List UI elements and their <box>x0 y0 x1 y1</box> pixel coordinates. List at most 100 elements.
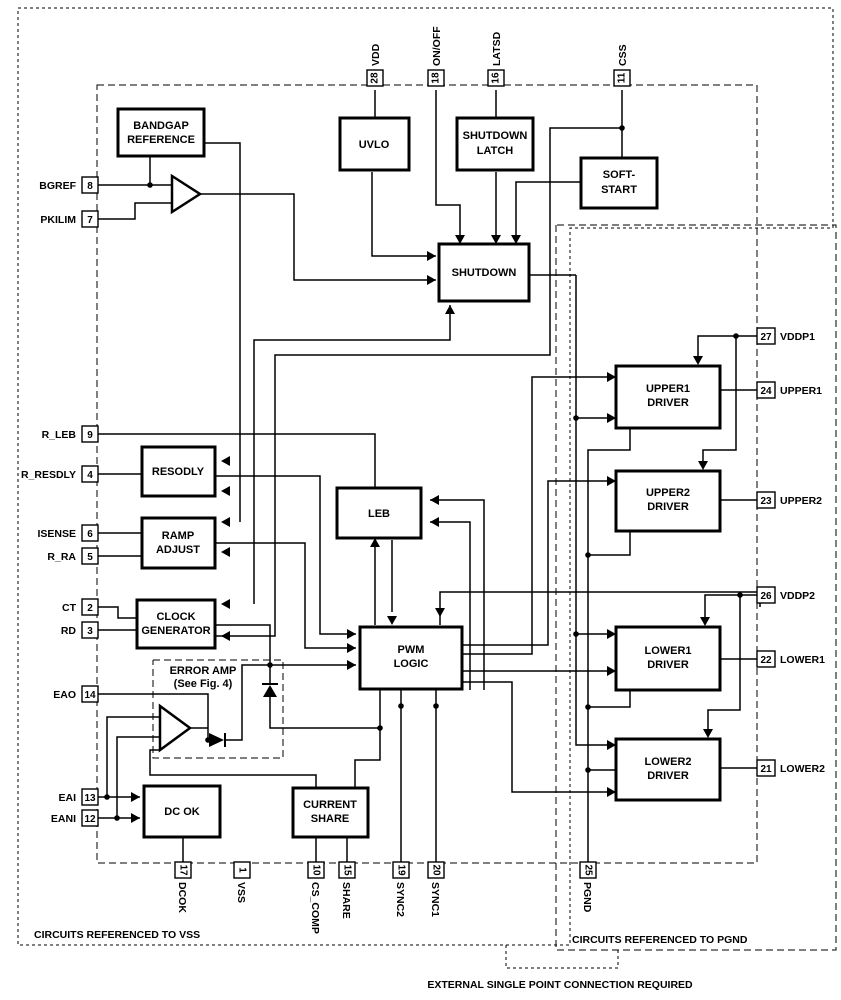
wire <box>253 305 451 604</box>
resodly-label: RESODLY <box>152 466 205 478</box>
pin-box <box>392 861 410 879</box>
wire <box>200 142 241 522</box>
ramp-adjust-label-1: RAMP <box>162 530 194 542</box>
clock-generator-label-1: CLOCK <box>156 611 195 623</box>
pin-box <box>756 381 776 399</box>
junction-dot <box>585 552 591 558</box>
pin-box <box>756 491 776 509</box>
shutdown-label: SHUTDOWN <box>452 267 517 279</box>
pin-box <box>174 861 192 879</box>
pin-box <box>427 861 445 879</box>
lower1-driver-block: LOWER1 DRIVER <box>614 625 722 692</box>
pin-box <box>81 524 99 542</box>
junction-dot <box>573 415 579 421</box>
wire <box>106 716 160 797</box>
pins: 28VDD18ON/OFF16LATSD11CSS8BGREF7PKILIM9R… <box>21 26 825 934</box>
pin-name: LOWER2 <box>780 763 825 775</box>
current-share-block: CURRENT SHARE <box>291 786 370 839</box>
pin-number: 10 <box>311 864 322 876</box>
bandgap-label-2: REFERENCE <box>127 134 195 146</box>
pin-number: 12 <box>84 814 96 825</box>
uvlo-block: UVLO <box>338 116 411 172</box>
shutdown-latch-label-2: LATCH <box>477 145 514 157</box>
upper2-driver-block: UPPER2 DRIVER <box>614 469 722 533</box>
pin-name: VSS <box>235 882 247 903</box>
ramp-adjust-block: RAMP ADJUST <box>140 516 217 570</box>
pin-name: UPPER2 <box>780 495 822 507</box>
pin-box <box>81 621 99 639</box>
pin-name: PKILIM <box>40 214 76 226</box>
wire <box>98 202 172 220</box>
pin-box <box>756 759 776 777</box>
arrow <box>607 476 616 486</box>
wire <box>200 193 436 281</box>
pin-box <box>81 809 99 827</box>
current-share-label-2: SHARE <box>311 813 350 825</box>
wire <box>215 475 356 635</box>
pwm-logic-label-1: PWM <box>398 644 425 656</box>
wire <box>704 594 757 618</box>
diode-icon <box>263 685 277 697</box>
lower2-driver-block: LOWER2 DRIVER <box>614 737 722 802</box>
wire <box>98 693 209 740</box>
wire <box>215 127 622 637</box>
pin-number: 15 <box>342 864 353 876</box>
pin-name: CS_COMP <box>309 882 321 934</box>
vss-section-label: CIRCUITS REFERENCED TO VSS <box>34 929 200 941</box>
upper2-driver-label-1: UPPER2 <box>646 487 690 499</box>
comparator-symbol <box>170 173 203 215</box>
dc-ok-label: DC OK <box>164 806 200 818</box>
uvlo-label: UVLO <box>359 139 390 151</box>
error-amp-label-1: ERROR AMP <box>170 665 237 677</box>
wire <box>697 335 757 357</box>
pin-name: SHARE <box>340 882 352 919</box>
pin-number: 16 <box>491 72 502 84</box>
pin-number: 9 <box>87 430 93 441</box>
pin-name: R_RESDLY <box>21 469 76 481</box>
pin-number: 5 <box>87 552 93 563</box>
arrow <box>427 275 436 285</box>
clock-generator-block: CLOCK GENERATOR <box>135 598 217 650</box>
pin-number: 27 <box>760 332 772 343</box>
leb-label: LEB <box>368 508 390 520</box>
pin-rd: 3RD <box>61 621 99 639</box>
wire <box>588 690 631 708</box>
pgnd-section-label: CIRCUITS REFERENCED TO PGND <box>572 934 748 946</box>
pin-number: 4 <box>87 470 93 481</box>
vss-outer-border <box>17 7 834 946</box>
pin-name: R_RA <box>47 551 76 563</box>
resodly-block: RESODLY <box>140 445 217 498</box>
pin-name: CT <box>62 602 77 614</box>
bandgap-reference-block: BANDGAP REFERENCE <box>116 107 206 158</box>
leb-block: LEB <box>335 486 423 540</box>
wire <box>215 624 356 666</box>
arrow <box>445 305 455 314</box>
pin-number: 24 <box>760 386 772 397</box>
arrow <box>131 813 140 823</box>
analog-symbols <box>158 173 278 753</box>
junction-dot <box>619 125 625 131</box>
junction-dot <box>147 182 153 188</box>
pin-number: 20 <box>431 864 442 876</box>
soft-start-label-1: SOFT- <box>603 169 636 181</box>
pin-box <box>81 788 99 806</box>
pin-number: 14 <box>84 690 96 701</box>
pin-name: ON/OFF <box>431 26 443 66</box>
wire <box>439 591 761 625</box>
error-amp-label-2: (See Fig. 4) <box>174 678 233 690</box>
pin-name: SYNC2 <box>394 882 406 917</box>
junction-dot <box>737 592 743 598</box>
pin-name: VDD <box>370 43 382 66</box>
arrow <box>693 356 703 365</box>
junction-dot <box>585 704 591 710</box>
pin-number: 13 <box>84 793 96 804</box>
pin-name: RD <box>61 625 77 637</box>
arrow <box>607 629 616 639</box>
